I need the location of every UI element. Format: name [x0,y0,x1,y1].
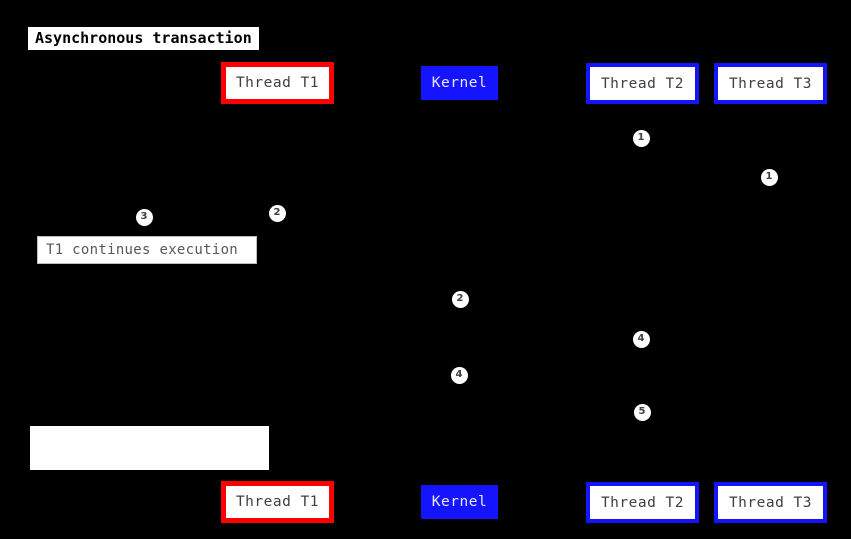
step-marker-t1-2-label: 2 [273,207,281,218]
lifeline-footer-thread-t3[interactable]: Thread T3 [714,482,827,523]
message-arrow-t1-to-t2 [277,131,642,132]
step-marker-t2-5-label: 5 [638,406,646,417]
lifeline-header-thread-t3[interactable]: Thread T3 [714,63,827,104]
message-arrow-t1-to-t3 [277,170,770,171]
lifeline-footer-thread-t2-label: Thread T2 [600,494,685,511]
step-marker-t2-1-label: 1 [637,132,645,143]
step-marker-t2-5: 5 [633,403,651,421]
lifeline-footer-thread-t3-label: Thread T3 [728,494,813,511]
step-marker-t1-2: 2 [268,204,286,222]
note-t1-continues-execution-text: T1 continues execution [46,242,239,258]
message-arrow-kernel-to-t2-ack [459,405,642,406]
step-marker-t1-3-label: 3 [140,211,148,222]
step-marker-t1-3: 3 [135,208,153,226]
lifeline-footer-thread-t2[interactable]: Thread T2 [586,482,699,523]
lifeline-header-kernel-label: Kernel [431,75,488,91]
note-blank [30,426,269,470]
lifeline-header-thread-t1[interactable]: Thread T1 [221,62,334,104]
lifeline-header-kernel[interactable]: Kernel [421,66,498,100]
message-arrow-t1-to-kernel [277,292,459,293]
step-marker-kernel-2: 2 [451,290,469,308]
step-marker-kernel-4: 4 [450,366,468,384]
lifeline-footer-thread-t1-label: Thread T1 [235,494,320,510]
step-marker-t2-4: 4 [632,330,650,348]
step-marker-t3-1-label: 1 [765,171,773,182]
step-marker-t2-4-label: 4 [637,333,645,344]
lifeline-stub-thread-t3-top [769,104,772,108]
step-marker-t2-1: 1 [632,129,650,147]
diagram-title-box: Asynchronous transaction [27,26,260,51]
lifeline-footer-thread-t1[interactable]: Thread T1 [221,481,334,523]
step-marker-kernel-4-label: 4 [455,369,463,380]
lifeline-stub-thread-t2-bottom [641,478,644,482]
message-arrow-kernel-to-t2 [459,332,642,333]
lifeline-stub-thread-t2-top [641,104,644,108]
lifeline-line-thread-t2 [642,104,643,482]
lifeline-header-thread-t2-label: Thread T2 [600,75,685,92]
lifeline-stub-thread-t3-bottom [769,478,772,482]
lifeline-stub-thread-t1-top [276,104,279,108]
lifeline-footer-kernel-label: Kernel [431,494,488,510]
step-marker-kernel-2-label: 2 [456,293,464,304]
lifeline-header-thread-t1-label: Thread T1 [235,75,320,91]
note-t1-continues-execution: T1 continues execution [37,236,257,264]
lifeline-line-thread-t3 [770,104,771,482]
lifeline-stub-thread-t1-bottom [276,477,279,481]
lifeline-header-thread-t2[interactable]: Thread T2 [586,63,699,104]
message-arrow-t2-to-kernel [459,368,642,369]
lifeline-footer-kernel[interactable]: Kernel [421,485,498,519]
step-marker-t3-1: 1 [760,168,778,186]
diagram-title-text: Asynchronous transaction [35,29,252,47]
lifeline-header-thread-t3-label: Thread T3 [728,75,813,92]
